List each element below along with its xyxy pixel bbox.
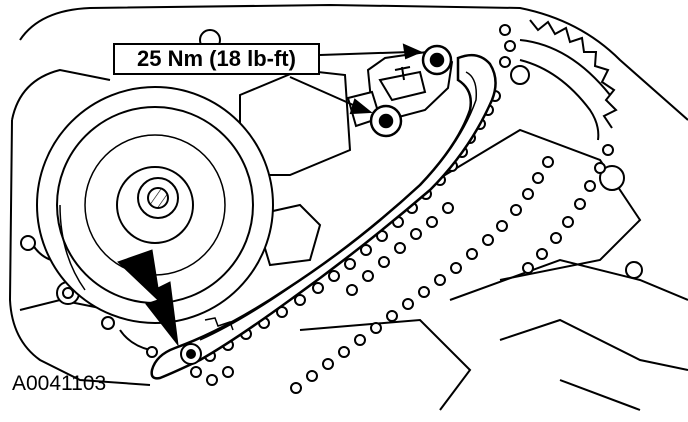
pulley-assembly (36, 86, 274, 324)
figure-id: A0041103 (12, 372, 107, 395)
torque-leader-arrows (289, 43, 423, 115)
cam-sprocket (519, 19, 618, 141)
tensioner-lower-bolt-icon (369, 104, 403, 138)
tensioner-bolt-icon (421, 44, 453, 76)
torque-callout: 25 Nm (18 lb-ft) (113, 43, 320, 75)
guide-pivot-bolt-icon (180, 343, 202, 365)
direction-arrow-icon (117, 249, 179, 347)
